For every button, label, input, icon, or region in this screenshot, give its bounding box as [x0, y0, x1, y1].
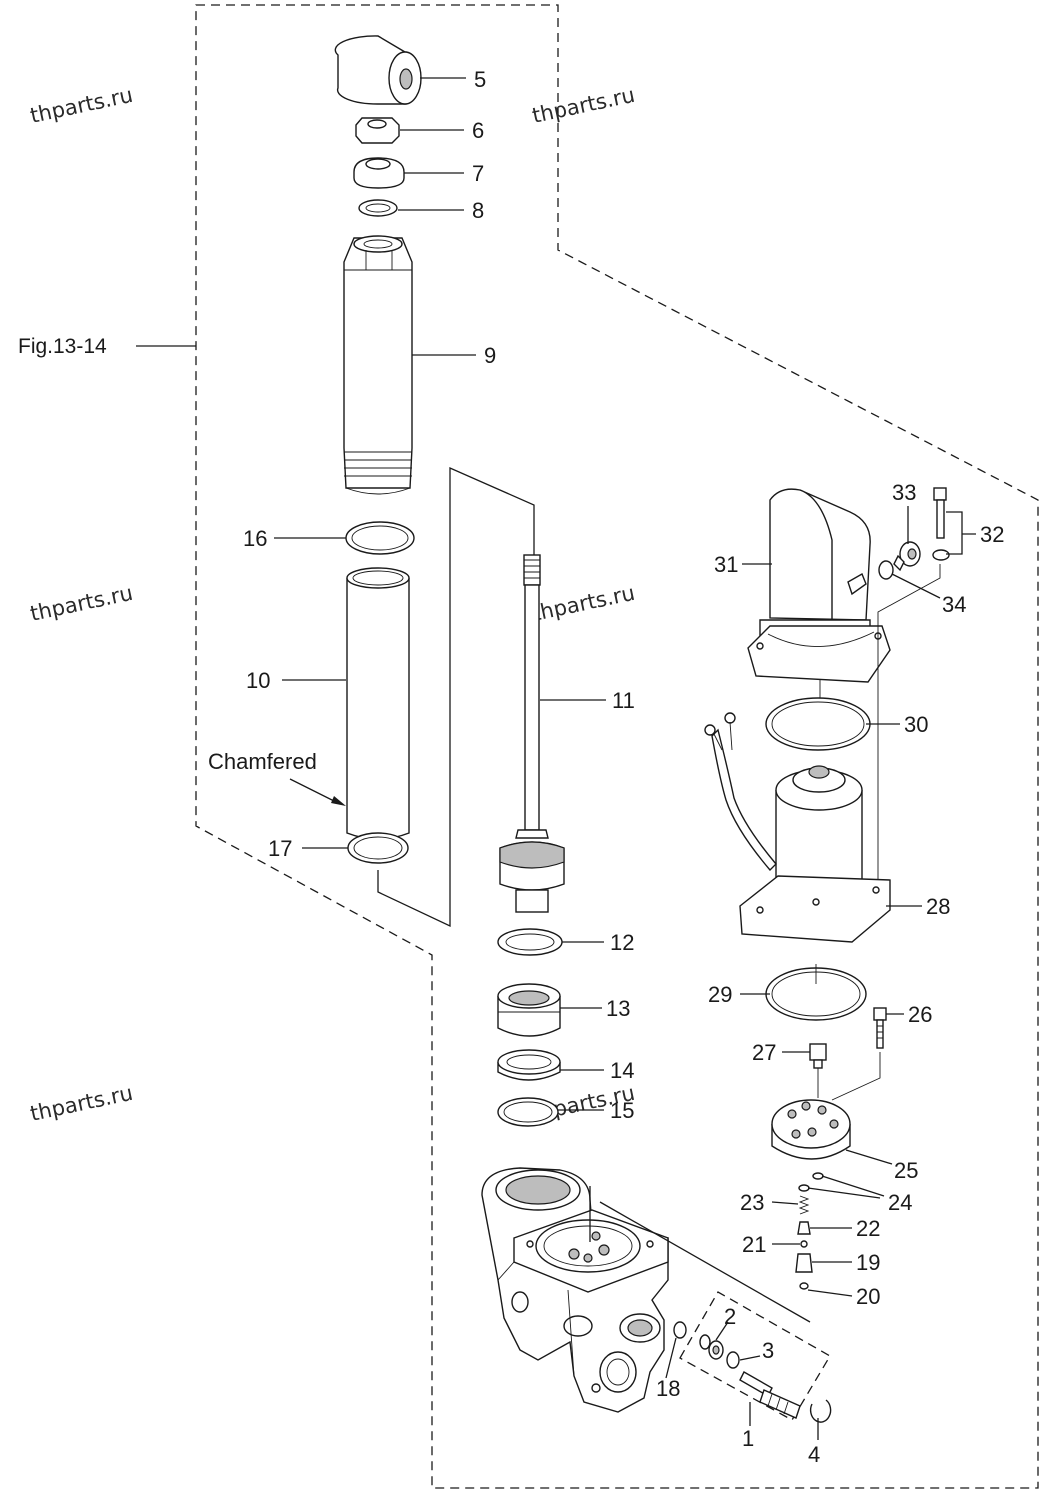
callout-31: 31 — [714, 552, 738, 577]
callout-25: 25 — [894, 1158, 918, 1183]
callout-15: 15 — [610, 1098, 634, 1123]
part-31-reservoir — [747, 488, 891, 683]
part-12-washer — [497, 928, 563, 956]
part-32-bolt — [932, 487, 950, 561]
part-5-cap — [334, 35, 422, 105]
callout-2: 2 — [724, 1304, 736, 1329]
part-11-piston-rod — [499, 554, 565, 913]
callout-23: 23 — [740, 1190, 764, 1215]
part-28-motor — [704, 712, 891, 943]
part-1-group-box — [679, 1291, 831, 1421]
callout-leaders — [274, 77, 976, 1440]
part-7-seat — [353, 157, 405, 189]
callout-11: 11 — [612, 688, 635, 713]
part-13-cup — [497, 983, 561, 1037]
part-9-cylinder — [343, 235, 413, 495]
callout-10: 10 — [246, 668, 270, 693]
callout-18: 18 — [656, 1376, 680, 1401]
callout-7: 7 — [472, 161, 484, 186]
part-1-valve-spool — [739, 1371, 801, 1419]
callout-14: 14 — [610, 1058, 634, 1083]
part-19-plug — [795, 1253, 813, 1273]
pump-body-housing — [481, 1167, 669, 1413]
part-26-bolt — [873, 1007, 887, 1049]
callout-24: 24 — [888, 1190, 912, 1215]
part-22-valve — [797, 1221, 811, 1235]
callout-12: 12 — [610, 930, 634, 955]
callout-28: 28 — [926, 894, 950, 919]
callout-33: 33 — [892, 480, 916, 505]
callout-22: 22 — [856, 1216, 880, 1241]
callout-20: 20 — [856, 1284, 880, 1309]
watermark-text: thparts.ru — [530, 83, 637, 128]
part-25-pump — [771, 1099, 851, 1160]
part-24-oring — [798, 1184, 810, 1192]
callout-1: 1 — [742, 1426, 754, 1451]
part-20-oring — [799, 1282, 809, 1290]
callout-27: 27 — [752, 1040, 776, 1065]
callout-30: 30 — [904, 712, 928, 737]
part-27-connector — [809, 1043, 827, 1069]
part-34-oring — [878, 560, 894, 580]
part-23-spring — [798, 1195, 810, 1215]
watermarks: thparts.ru thparts.ru thparts.ru thparts… — [28, 83, 637, 1126]
part-18-washer — [673, 1321, 687, 1339]
callout-5: 5 — [474, 67, 486, 92]
callout-3: 3 — [762, 1338, 774, 1363]
callout-26: 26 — [908, 1002, 932, 1027]
part-15-oring — [497, 1097, 559, 1127]
callout-19: 19 — [856, 1250, 880, 1275]
figure-reference: Fig.13-14 — [18, 335, 107, 358]
part-6-nut — [355, 117, 400, 144]
part-14-ring — [497, 1049, 561, 1081]
callout-9: 9 — [484, 343, 496, 368]
callout-21: 21 — [742, 1232, 766, 1257]
callout-16: 16 — [243, 526, 267, 551]
watermark-text: thparts.ru — [28, 581, 135, 626]
callout-numbers: 5 6 7 8 9 16 10 17 11 12 13 14 15 33 32 … — [243, 67, 1004, 1467]
callout-8: 8 — [472, 198, 484, 223]
part-8-oring — [358, 199, 398, 217]
part-16-oring — [345, 521, 415, 555]
watermark-text: thparts.ru — [28, 83, 135, 128]
callout-4: 4 — [808, 1442, 820, 1467]
part-30-oring — [765, 697, 871, 751]
part-17-oring — [347, 832, 409, 864]
chamfered-note: Chamfered — [208, 749, 317, 774]
callout-32: 32 — [980, 522, 1004, 547]
part-33-plug — [893, 541, 921, 572]
part-21-ball — [800, 1240, 808, 1248]
watermark-text: thparts.ru — [530, 581, 637, 626]
callout-6: 6 — [472, 118, 484, 143]
callout-29: 29 — [708, 982, 732, 1007]
watermark-text: thparts.ru — [28, 1081, 135, 1126]
callout-17: 17 — [268, 836, 292, 861]
part-10-sleeve — [346, 567, 410, 840]
part-4-clip — [809, 1399, 832, 1423]
callout-13: 13 — [606, 996, 630, 1021]
assembly-boundary — [195, 4, 1039, 1489]
callout-34: 34 — [942, 592, 966, 617]
